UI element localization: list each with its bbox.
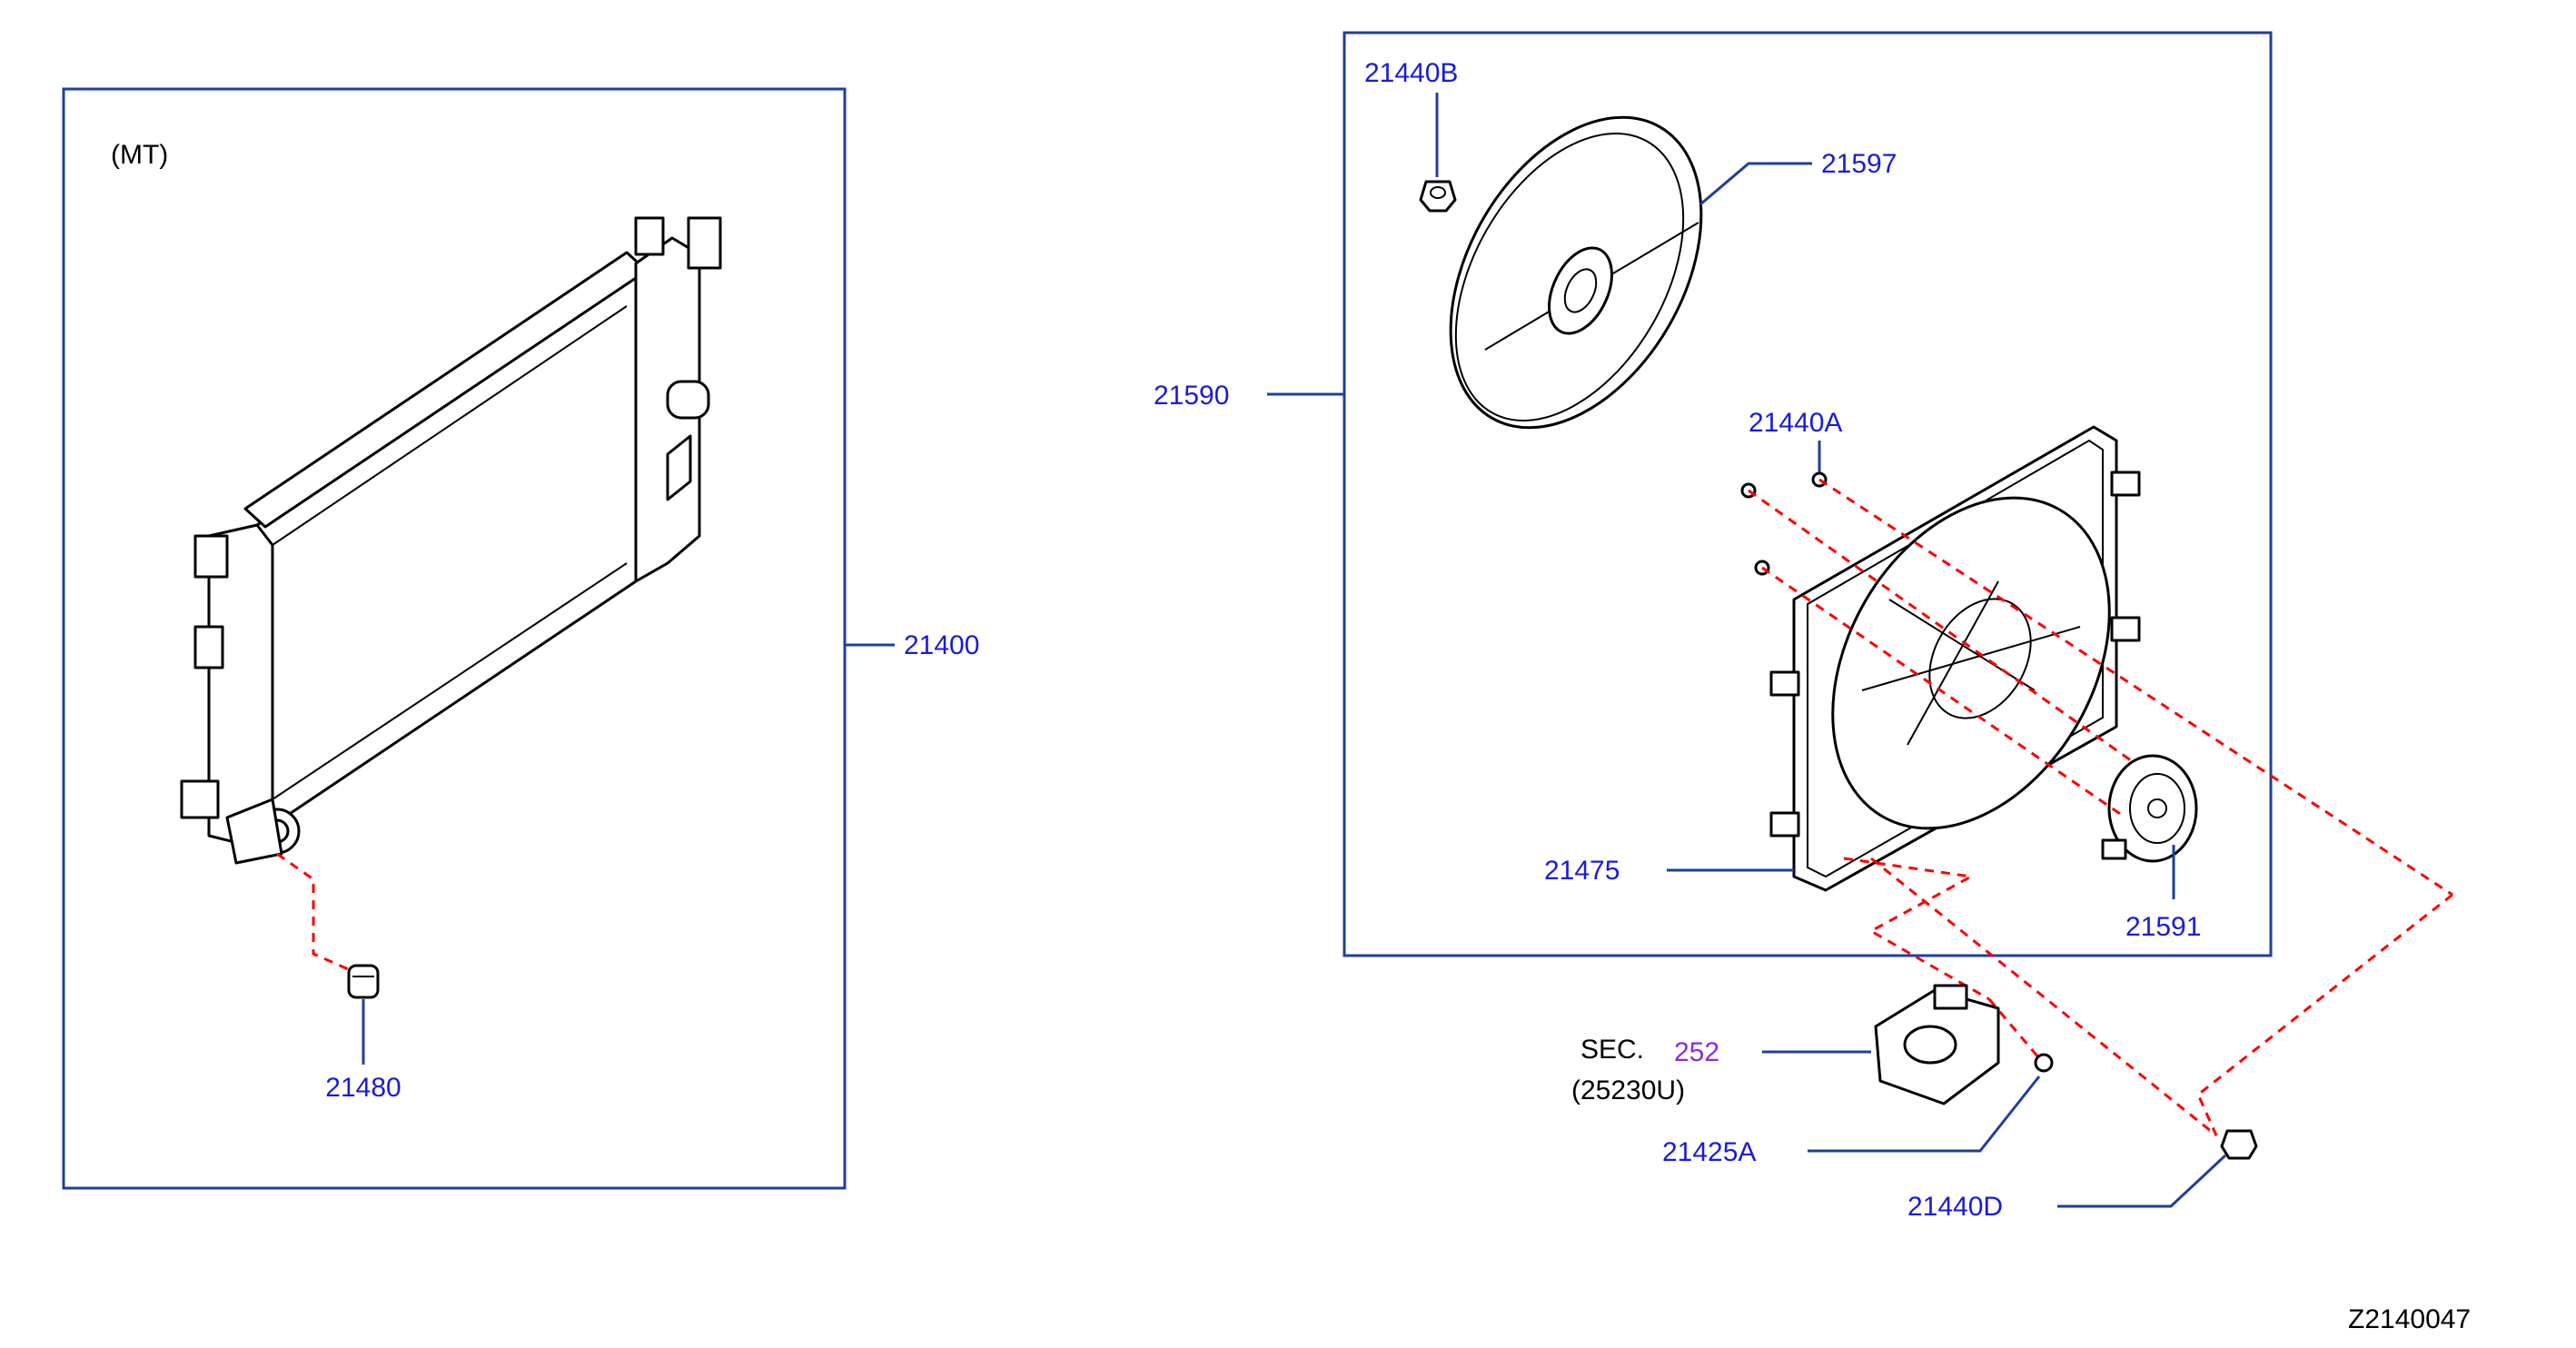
label-21440a[interactable]: 21440A <box>1749 408 1842 438</box>
label-21590[interactable]: 21590 <box>1154 381 1229 411</box>
sec-prefix: SEC. <box>1580 1035 1644 1065</box>
assembly-dashlines <box>1748 478 2453 1137</box>
label-21475[interactable]: 21475 <box>1544 856 1620 886</box>
drain-cock-dashline <box>276 852 355 974</box>
label-21425a[interactable]: 21425A <box>1662 1137 1756 1167</box>
label-21440b[interactable]: 21440B <box>1364 58 1458 88</box>
sec-number-link[interactable]: 252 <box>1674 1037 1719 1067</box>
radiator-frame <box>62 87 847 1190</box>
bolt-d-leader <box>2057 1154 2227 1208</box>
fan-blade-icon <box>1449 115 1703 430</box>
bolt-d-icon <box>2220 1129 2258 1160</box>
mt-note: (MT) <box>111 140 168 170</box>
connector-icon <box>1874 984 2000 1105</box>
diagram-id: Z2140047 <box>2348 1304 2471 1334</box>
motor-icon <box>2101 754 2198 863</box>
label-21440d[interactable]: 21440D <box>1907 1192 2003 1222</box>
screw-a-icon <box>1740 471 1828 576</box>
nut-b-icon <box>1419 180 1457 213</box>
drain-cock-icon <box>347 964 380 999</box>
radiator-icon <box>180 216 722 865</box>
fan-blade-leader <box>1699 162 1812 206</box>
sec-sub: (25230U) <box>1571 1075 1685 1105</box>
fan-assembly-frame <box>1342 31 2273 957</box>
screw-425a-leader <box>1808 1075 2041 1153</box>
screw-425a-icon <box>2034 1053 2054 1073</box>
shroud-icon <box>1769 425 2141 892</box>
label-21597[interactable]: 21597 <box>1821 149 1897 179</box>
label-21480[interactable]: 21480 <box>325 1073 401 1103</box>
label-21591[interactable]: 21591 <box>2125 912 2201 942</box>
label-21400[interactable]: 21400 <box>904 630 979 660</box>
